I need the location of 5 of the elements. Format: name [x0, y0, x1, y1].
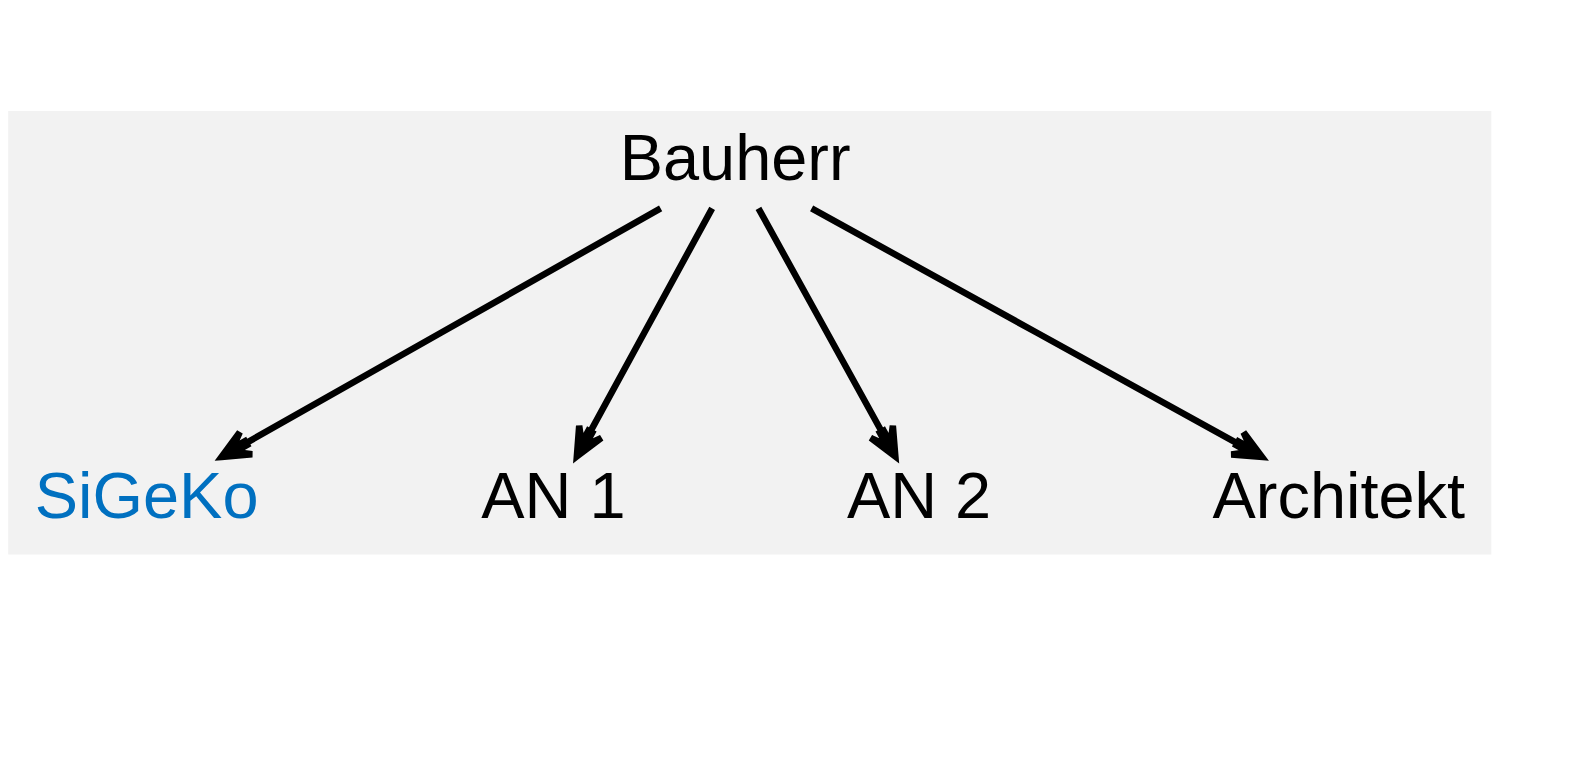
node-text: AN 2	[846, 458, 992, 532]
node-text: AN 1	[481, 458, 626, 532]
node-text: Architekt	[1212, 458, 1466, 532]
node-text: SiGeKo	[34, 458, 259, 532]
node-text: Bauherr	[619, 120, 851, 194]
